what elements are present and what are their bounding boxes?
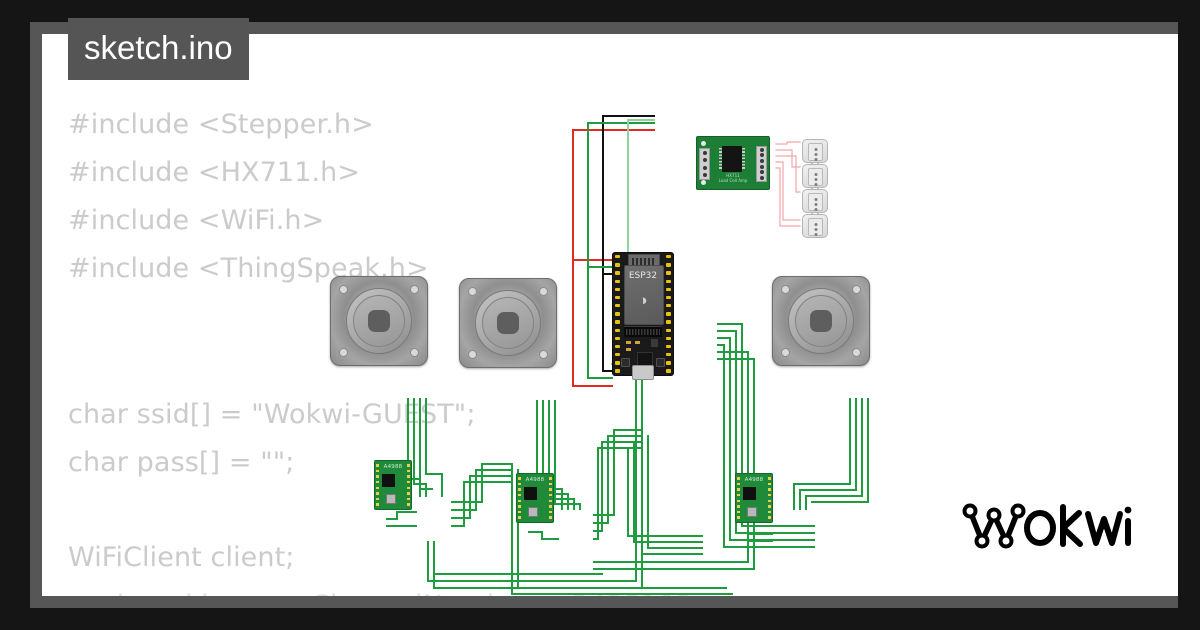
load-cell-body: [808, 168, 823, 186]
wokwi-logo-icon: [962, 503, 1132, 549]
a4988-label: A4988: [383, 464, 403, 470]
a4988-chip-icon: [743, 487, 756, 500]
load-cell-body: [808, 193, 823, 211]
hx711-label-line2: Load Cell Amp: [718, 178, 748, 183]
hx711-chip-icon: [719, 146, 745, 172]
current-trim-potentiometer[interactable]: [528, 507, 538, 517]
stepper-motor-1[interactable]: [330, 276, 428, 366]
a4988-driver-1[interactable]: A4988: [374, 460, 412, 510]
a4988-driver-2[interactable]: A4988: [516, 473, 554, 523]
mount-hole-icon: [701, 141, 706, 146]
load-cell-1[interactable]: [802, 139, 828, 163]
load-cell-body: [808, 143, 823, 161]
hx711-left-connector[interactable]: [699, 148, 710, 180]
stepper-motor-3[interactable]: [772, 276, 870, 366]
esp32-devkit-board[interactable]: ESP32 ◑: [612, 252, 674, 380]
smd-part: [626, 341, 631, 344]
load-cell-4[interactable]: [802, 214, 828, 238]
load-cell-3[interactable]: [802, 189, 828, 213]
esp32-right-header[interactable]: [665, 255, 672, 373]
hx711-label-line1: HX711: [726, 173, 740, 178]
circuit-diagram: HX711 Load Cell Amp: [42, 34, 1178, 596]
a4988-label: A4988: [744, 477, 764, 483]
boot-button[interactable]: [621, 358, 630, 367]
a4988-label: A4988: [525, 477, 545, 483]
hx711-load-cell-amp[interactable]: HX711 Load Cell Amp: [696, 136, 770, 190]
a4988-chip-icon: [524, 487, 537, 500]
load-cell-body: [808, 218, 823, 236]
smd-part: [635, 341, 640, 344]
diagram-canvas: #include <Stepper.h> #include <HX711.h> …: [42, 34, 1178, 596]
current-trim-potentiometer[interactable]: [747, 507, 757, 517]
smd-part: [626, 348, 631, 351]
mount-hole-icon: [701, 180, 706, 185]
a4988-driver-3[interactable]: A4988: [735, 473, 773, 523]
file-tab-sketch-ino[interactable]: sketch.ino: [68, 18, 249, 80]
esp32-left-header[interactable]: [614, 255, 621, 373]
stepper-motor-2[interactable]: [459, 278, 557, 368]
wokwi-logo: [962, 497, 1132, 560]
hx711-right-connector[interactable]: [756, 146, 767, 182]
current-trim-potentiometer[interactable]: [386, 494, 396, 504]
enable-button[interactable]: [656, 358, 665, 367]
smd-part: [651, 339, 658, 347]
esp32-label: ESP32: [628, 271, 658, 281]
wire-layer: [386, 115, 869, 595]
load-cell-2[interactable]: [802, 164, 828, 188]
a4988-chip-icon: [382, 474, 395, 487]
wifi-icon: ◑: [638, 292, 648, 309]
esp32-shield: [624, 265, 664, 325]
usb-port-icon: [632, 365, 654, 380]
esp32-flash-chip-icon: [624, 326, 662, 337]
